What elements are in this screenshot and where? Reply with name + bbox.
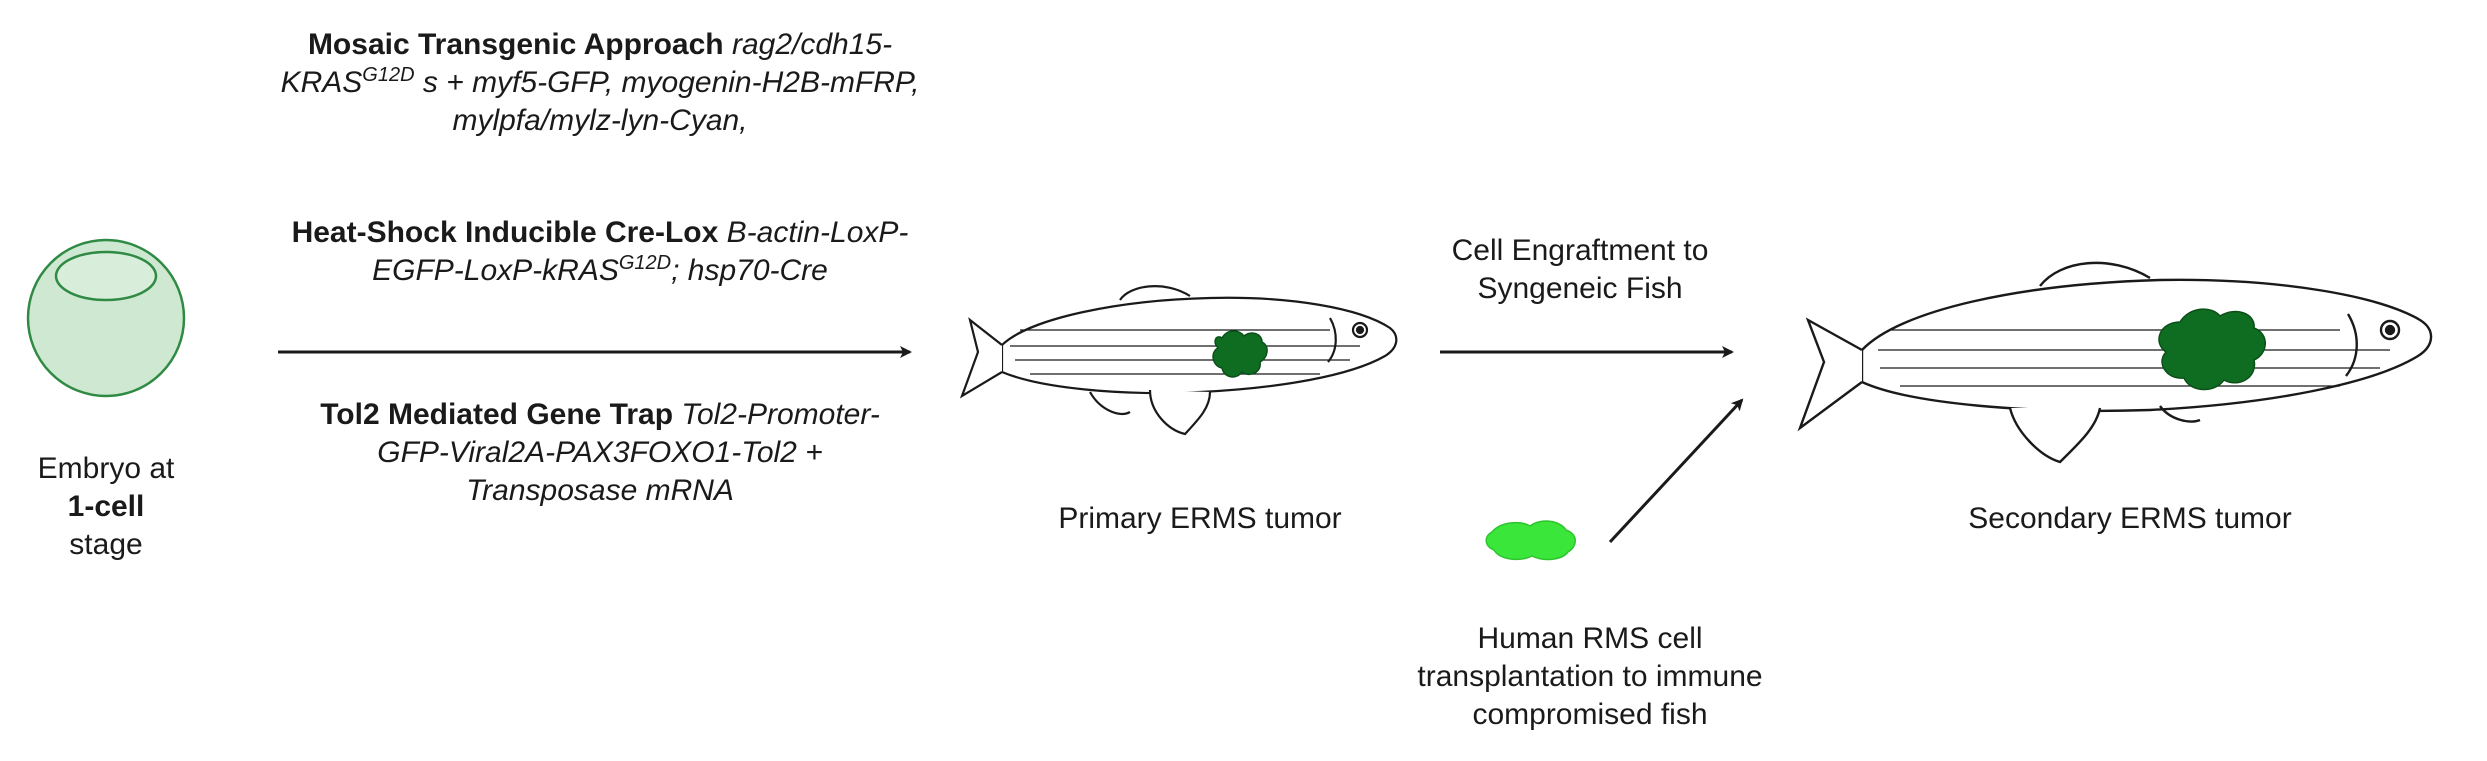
- method-2-title: Heat-Shock Inducible Cre-Lox: [291, 216, 719, 249]
- secondary-tumor-mark: [2158, 308, 2266, 391]
- engraftment-line2: Syngeneic Fish: [1477, 272, 1683, 305]
- embryo-icon: [26, 238, 186, 398]
- arrow-human-transplant: [1608, 398, 1744, 544]
- method-1-construct-d: myf5-GFP, myogenin-H2B-mFRP,: [472, 66, 920, 99]
- method-mosaic-transgenic: Mosaic Transgenic Approach rag2/cdh15- K…: [220, 26, 980, 140]
- human-rms-label: Human RMS cell transplantation to immune…: [1370, 620, 1810, 734]
- embryo-label-line2: 1-cell: [67, 490, 145, 523]
- method-3-construct-a: Tol2-Promoter-: [681, 398, 880, 431]
- engraftment-label: Cell Engraftment to Syngeneic Fish: [1410, 232, 1750, 308]
- embryo-label-line1: Embryo at: [37, 452, 175, 485]
- human-line3: compromised fish: [1472, 698, 1708, 731]
- method-1-construct-a: rag2/cdh15-: [731, 28, 893, 61]
- method-1-construct-e: mylpfa/mylz-lyn-Cyan,: [452, 104, 748, 137]
- method-1-sup: G12D: [362, 64, 415, 86]
- method-heat-shock-cre-lox: Heat-Shock Inducible Cre-Lox B-actin-Lox…: [220, 214, 980, 290]
- method-3-title: Tol2 Mediated Gene Trap: [320, 398, 674, 431]
- secondary-fish-icon: [1797, 261, 2433, 464]
- embryo-label: Embryo at 1-cell stage: [18, 450, 194, 564]
- method-1-construct-b: KRAS: [280, 66, 363, 99]
- method-2-construct-c: ; hsp70-Cre: [671, 254, 828, 287]
- primary-fish-icon: [959, 285, 1398, 436]
- method-2-construct-a: B-actin-LoxP-: [726, 216, 909, 249]
- human-line1: Human RMS cell: [1477, 622, 1703, 655]
- method-1-construct-c: s +: [414, 66, 473, 99]
- secondary-tumor-label: Secondary ERMS tumor: [1968, 502, 2292, 535]
- human-rms-cells-mark: [1485, 520, 1576, 561]
- method-1-title: Mosaic Transgenic Approach: [307, 28, 724, 61]
- method-2-sup: G12D: [618, 252, 672, 274]
- engraftment-line1: Cell Engraftment to: [1451, 234, 1709, 267]
- primary-tumor-label: Primary ERMS tumor: [1058, 502, 1342, 535]
- embryo-label-line3: stage: [69, 528, 143, 561]
- method-3-construct-b: GFP-Viral2A-PAX3FOXO1-Tol2 +: [377, 436, 823, 469]
- method-tol2-gene-trap: Tol2 Mediated Gene Trap Tol2-Promoter- G…: [220, 396, 980, 510]
- primary-tumor-mark: [1212, 330, 1268, 378]
- human-line2: transplantation to immune: [1417, 660, 1763, 693]
- method-3-construct-c: Transposase mRNA: [466, 474, 734, 507]
- method-2-construct-b: EGFP-LoxP-kRAS: [372, 254, 619, 287]
